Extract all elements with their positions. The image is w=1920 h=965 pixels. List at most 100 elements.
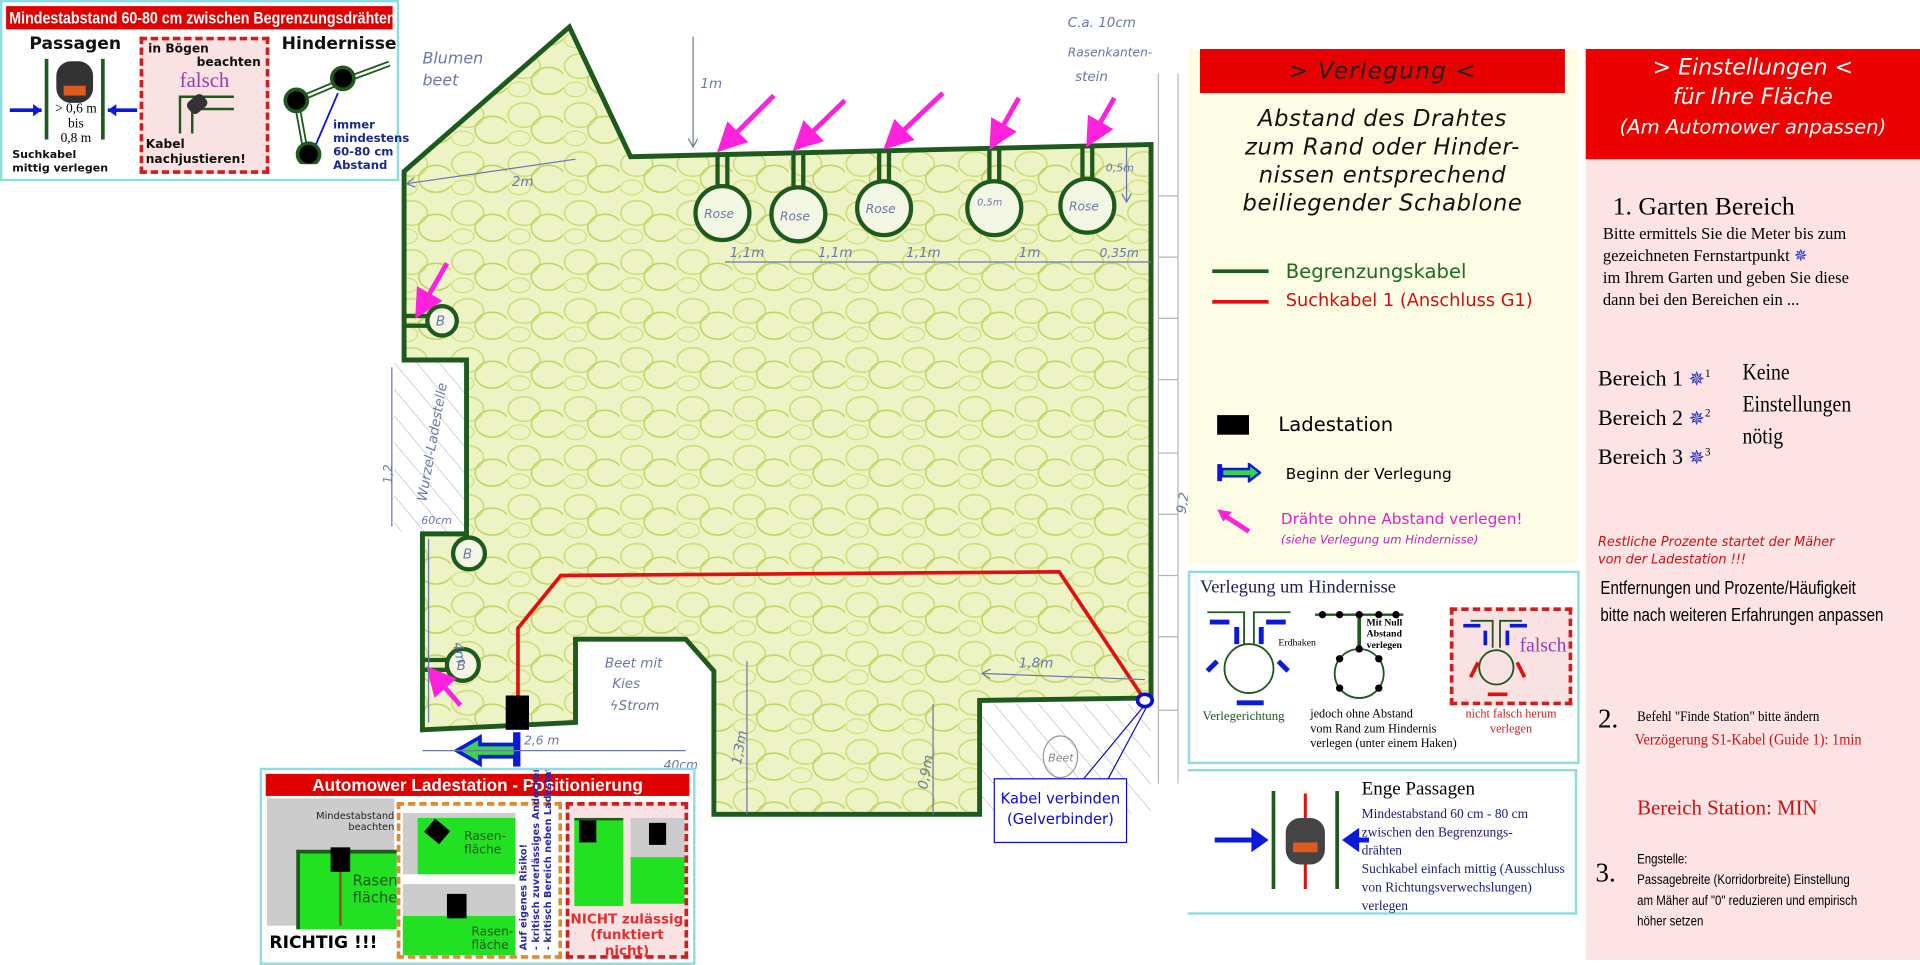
min-distance-label-1: Mindestabstand	[316, 810, 395, 822]
connector-label-1: Kabel verbinden	[1001, 790, 1121, 807]
bed-gravel-label-1: Beet mit	[605, 656, 663, 671]
passages-line-2: zwischen den Begrenzungs-	[1361, 825, 1513, 841]
lawn-label-1: Rasen-	[352, 871, 403, 889]
station-positioning-inset: Automower Ladestation - Positionierung M…	[259, 767, 696, 965]
area-note: nötig	[1742, 423, 1784, 450]
bed-gravel-label-3: ϟStrom	[610, 699, 660, 714]
guide-cable	[516, 569, 1147, 702]
dim-2m: 2m	[512, 175, 534, 190]
passage-dim-3: 0,8 m	[60, 131, 92, 146]
area-row-1: Bereich 1 ✵1	[1598, 358, 1711, 397]
bed-gravel-label-2: Kies	[612, 677, 640, 692]
passage-dim-2: bis	[68, 116, 84, 132]
obstacle-note-1: immer	[333, 118, 375, 133]
obstacle-note-2: vom Rand zum Hindernis	[1310, 722, 1437, 736]
boundary-cable-label: Begrenzungskabel	[1285, 259, 1467, 283]
area-row-2: Bereich 2 ✵2	[1598, 397, 1711, 436]
risk-note-3: - kritisch Bereich neben Ladestation	[542, 767, 554, 951]
wrong-direction-box: falsch	[1449, 607, 1573, 706]
dim-0-9m: 0,9m	[916, 754, 937, 791]
area-label: Bereich 3	[1597, 444, 1684, 469]
section-2-number: 2.	[1597, 702, 1619, 734]
wrong-label: falsch	[1519, 635, 1567, 657]
obstacles-heading: Hindernisse	[281, 34, 397, 54]
passages-heading: Passagen	[29, 34, 122, 54]
adjust-note-1: Entfernungen und Prozente/Häufigkeit	[1600, 577, 1856, 599]
obstacles-distance-icon	[283, 60, 391, 165]
narrow-passages-box: Enge Passagen Mindestabstand 60 cm - 80 …	[1187, 768, 1578, 915]
obstacle-note-2: mindestens	[333, 132, 410, 146]
section-1-text-3: im Ihrem Garten und geben Sie diese	[1602, 268, 1849, 287]
station-not-allowed-box: NICHT zulässig (funktiert nicht)	[565, 802, 689, 959]
adjust-note-2: bitte nach weiteren Erfahrungen anpassen	[1600, 604, 1884, 626]
no-distance-arrows	[415, 91, 1117, 707]
risk-note-1: Auf eigenes Risiko!	[517, 843, 529, 951]
zero-distance-3: verlegen	[1366, 639, 1402, 651]
station-correct-example: Mindestabstand beachten Rasen-fläche	[266, 798, 403, 930]
obstacle-note-1: jedoch ohne Abstand	[1310, 707, 1413, 722]
edge-stone-label-2: Rasenkanten-	[1068, 45, 1152, 59]
no-distance-label: Drähte ohne Abstand verlegen!	[1280, 509, 1523, 528]
charging-station	[505, 695, 529, 730]
cable-connector	[1135, 692, 1155, 709]
passage-note-2: mittig verlegen	[12, 162, 109, 176]
correct-label: RICHTIG !!!	[269, 933, 378, 953]
edge-stone-strip	[1157, 73, 1179, 784]
passage-dim-1: > 0,6 m	[55, 101, 97, 117]
rose-label: Rose	[866, 202, 896, 216]
dim-2-6m: 2,6 m	[524, 733, 559, 747]
star-number: 1	[1704, 367, 1711, 380]
passages-title: Enge Passagen	[1361, 778, 1475, 800]
boundary-line-icon	[1212, 269, 1269, 274]
rose-dim-label: 0,5m	[977, 198, 1002, 209]
section-1-title: 1. Garten Bereich	[1612, 191, 1795, 221]
wrong-note-1: nicht falsch herum	[1465, 707, 1557, 722]
station-area-setting: Bereich Station: MIN	[1637, 795, 1818, 820]
bed-label: Beet	[1048, 752, 1074, 765]
lawn-area	[401, 22, 1154, 817]
obstacle-note-3: verlegen (unter einem Haken)	[1310, 737, 1457, 751]
section-1-text-2: gezeichneten Fernstartpunkt	[1602, 246, 1790, 265]
zero-distance-icon	[1315, 611, 1404, 699]
flower-bed-label-1: Blumen	[422, 49, 483, 68]
curves-wrong-label: falsch	[179, 68, 230, 92]
curves-heading-2: beachten	[196, 56, 261, 70]
settings-header-2: für Ihre Fläche	[1672, 84, 1833, 111]
section-3-text-2: am Mäher auf "0" reduzieren und empirisc…	[1637, 893, 1858, 909]
star-icon: ✵	[1688, 369, 1705, 391]
magenta-arrow-icon	[1217, 509, 1251, 534]
legend-subtitle-4: beiliegender Schablone	[1242, 191, 1523, 217]
charging-station-label: Ladestation	[1278, 412, 1394, 436]
dim-1-3m: 1,3m	[730, 729, 751, 766]
lawn-label-2: fläche	[464, 843, 502, 858]
passages-line-3: drähten	[1361, 843, 1403, 859]
dim-1-1m: 1,1m	[818, 246, 853, 261]
edge-stone-label-1: C.a. 10cm	[1068, 16, 1136, 31]
settings-header-1: > Einstellungen <	[1652, 55, 1854, 81]
narrow-passage-icon	[1214, 791, 1369, 889]
star-icon: ✵	[1688, 448, 1705, 469]
star-icon: ✵	[1793, 246, 1808, 265]
start-label: Beginn der Verlegung	[1285, 463, 1452, 482]
area-note: Keine	[1742, 360, 1790, 386]
dim-4m: 4m	[449, 641, 468, 665]
rose-label: Rose	[780, 209, 810, 223]
mower-passage-icon	[9, 58, 138, 140]
dim-60cm: 60cm	[421, 514, 452, 527]
legend-subtitle-2: zum Rand oder Hinder-	[1245, 134, 1520, 161]
zero-distance-1: Mit Null	[1366, 617, 1403, 629]
min-distance-label-2: beachten	[348, 821, 395, 833]
remaining-note-1: Restliche Prozente startet der Mäher	[1597, 535, 1835, 550]
section-3-text-1: Passagebreite (Korridorbreite) Einstellu…	[1637, 873, 1850, 888]
area-label: Bereich 1	[1597, 366, 1684, 391]
laying-direction-icon	[1205, 611, 1291, 706]
obstacle-laying-box: Verlegung um Hindernisse Verlegerichtung…	[1187, 570, 1580, 765]
wrong-direction-icon	[1463, 619, 1527, 697]
b-label: B	[463, 547, 472, 562]
connector-label-2: (Gelverbinder)	[1007, 811, 1114, 828]
remaining-note-2: von der Ladestation !!!	[1597, 552, 1747, 567]
rose-obstacles	[693, 146, 1117, 244]
legend-subtitle-3: nissen entsprechend	[1258, 162, 1507, 189]
section-1-text-4: dann bei den Bereichen ein ...	[1602, 290, 1800, 309]
passages-line-5: von Richtungsverwechslungen) verlegen	[1361, 880, 1532, 914]
